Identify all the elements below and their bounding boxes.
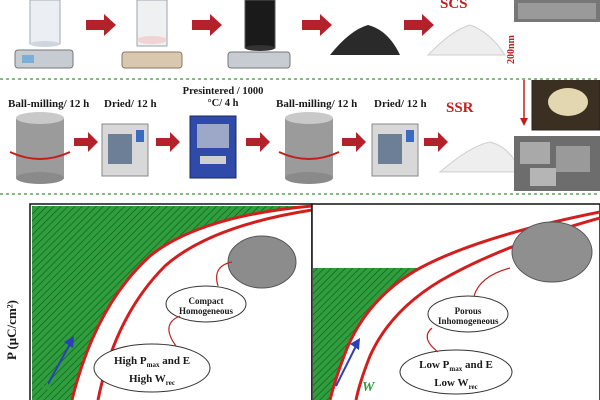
- arrow-icon: [404, 14, 434, 36]
- arrow-icon: [342, 132, 366, 152]
- sem-callout-left: [227, 235, 297, 289]
- arrow-icon: [302, 14, 332, 36]
- pointer-arrow: [168, 315, 181, 347]
- magnetic-stirrer-2: [121, 0, 183, 69]
- ball-mill-jar-2: [278, 112, 340, 184]
- step-label-ball-milling-2: Ball-milling/ 12 h: [276, 98, 358, 110]
- arrow-icon: [192, 14, 222, 36]
- pointer-arrow: [473, 267, 511, 297]
- scs-route-row: [0, 0, 600, 80]
- step-label-dried-2: Dried/ 12 h: [374, 98, 427, 110]
- left-w-arrow: [47, 343, 71, 385]
- drying-oven-1: [101, 123, 149, 177]
- right-result-text: Low Pmax and E Low Wrec: [419, 359, 493, 392]
- magnetic-stirrer-1: [14, 0, 74, 69]
- ball-mill-jar-1: [9, 112, 71, 184]
- left-discharge-curve: [70, 204, 313, 400]
- arrow-icon: [74, 132, 98, 152]
- drying-oven-2: [371, 123, 419, 177]
- arrow-icon: [156, 132, 180, 152]
- arrow-icon: [424, 132, 448, 152]
- dimension-label: 200nm: [506, 35, 517, 64]
- left-result-bubble: [93, 343, 211, 393]
- step-label-dried-1: Dried/ 12 h: [104, 98, 157, 110]
- ssr-route-row: [0, 80, 600, 195]
- left-microstructure-text: Compact Homogeneous: [179, 296, 233, 316]
- right-discharge-curve: [328, 210, 600, 400]
- pointer-arrow: [426, 327, 439, 353]
- left-energy-area: [32, 206, 312, 400]
- y-axis-label: P (μC/cm²): [4, 300, 19, 360]
- step-label-ball-milling-1: Ball-milling/ 12 h: [8, 98, 90, 110]
- right-microstructure-bubble: [427, 295, 509, 333]
- left-microstructure-bubble: [165, 285, 247, 323]
- arrow-icon: [246, 132, 270, 152]
- step-label-presintered: Presintered / 1000 °C/ 4 h: [182, 86, 264, 109]
- scs-label: SCS: [440, 0, 468, 12]
- sem-callout-right: [511, 221, 593, 283]
- furnace: [189, 115, 237, 179]
- white-powder: [426, 24, 506, 56]
- arrow-icon: [86, 14, 116, 36]
- black-powder: [330, 25, 400, 55]
- right-w-label: W: [362, 380, 375, 395]
- right-result-bubble: [399, 349, 513, 395]
- right-microstructure-text: Porous Inhomogeneous: [438, 306, 499, 326]
- right-w-arrow: [335, 345, 357, 387]
- left-w-label: W: [40, 380, 53, 395]
- white-powder-ssr: [438, 141, 521, 173]
- pointer-arrow: [216, 261, 233, 287]
- polarization-plots: [29, 203, 600, 400]
- ssr-label: SSR: [446, 100, 474, 116]
- left-result-text: High Pmax and E High Wrec: [113, 355, 191, 388]
- magnetic-stirrer-3: [227, 0, 291, 69]
